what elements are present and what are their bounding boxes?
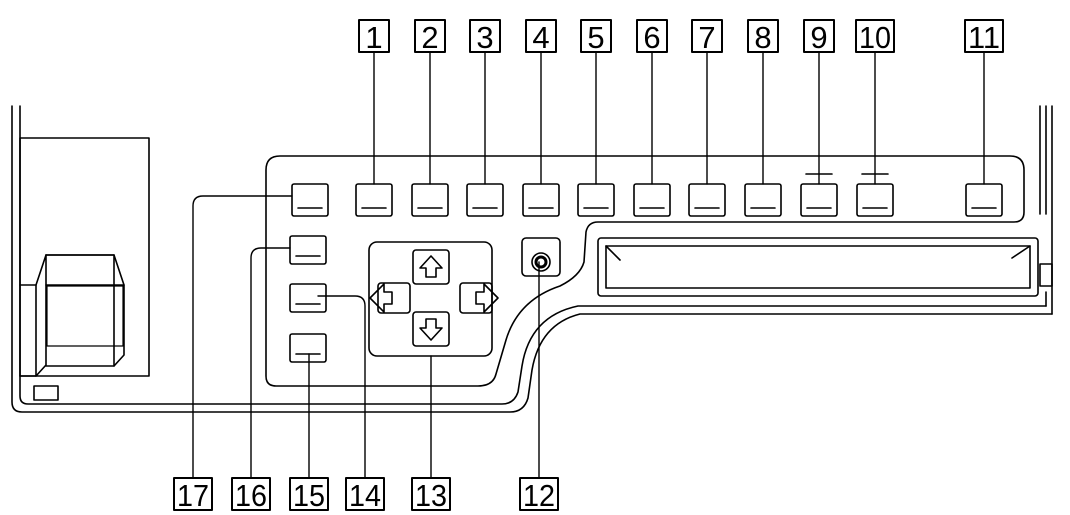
callout-10-label: 10 [859, 20, 891, 55]
callout-16-label: 16 [235, 478, 267, 513]
callout-11: 11 [964, 19, 1004, 55]
arrow-left-icon [369, 283, 393, 313]
top-callouts: 1 2 3 4 5 6 7 8 9 10 11 [358, 19, 1004, 55]
top-leader-lines [373, 51, 985, 185]
callout-4: 4 [525, 19, 557, 55]
button-8[interactable] [744, 183, 782, 217]
callout-6-label: 6 [643, 20, 660, 55]
top-button-row [291, 173, 1003, 217]
card-slot[interactable] [597, 237, 1039, 297]
callout-8-label: 8 [754, 20, 771, 55]
button-1[interactable] [355, 183, 393, 217]
menu-button[interactable] [291, 183, 329, 217]
callout-5: 5 [580, 19, 612, 55]
button-2[interactable] [411, 183, 449, 217]
arrow-left-button[interactable] [369, 282, 411, 314]
indicator-lamp [33, 385, 59, 401]
callout-5-label: 5 [587, 20, 604, 55]
callout-1-label: 1 [365, 20, 382, 55]
bottom-leader-lines [192, 195, 540, 479]
callout-17: 17 [173, 477, 213, 513]
callout-1: 1 [358, 19, 390, 55]
left-button-column [289, 235, 327, 363]
arrow-up-icon [419, 255, 443, 278]
callout-4-label: 4 [532, 20, 549, 55]
button-16[interactable] [289, 235, 327, 265]
callout-11-label: 11 [968, 20, 1000, 55]
callout-7: 7 [691, 19, 723, 55]
callout-6: 6 [636, 19, 668, 55]
button-4[interactable] [522, 183, 560, 217]
callout-9: 9 [803, 19, 835, 55]
callout-7-label: 7 [698, 20, 715, 55]
side-tab [1039, 263, 1053, 287]
callout-3: 3 [469, 19, 501, 55]
arrow-right-icon [475, 283, 499, 313]
button-5[interactable] [577, 183, 615, 217]
device-outline [11, 105, 1053, 413]
callout-16: 16 [231, 477, 271, 513]
callout-14: 14 [345, 477, 385, 513]
button-11[interactable] [965, 183, 1003, 217]
callout-12-label: 12 [523, 478, 555, 513]
callout-15-label: 15 [293, 478, 325, 513]
arrow-down-button[interactable] [412, 311, 450, 347]
jack-socket[interactable] [521, 237, 561, 277]
callout-15: 15 [289, 477, 329, 513]
bottom-callouts: 17 16 15 14 13 12 [173, 477, 559, 513]
callout-14-label: 14 [349, 478, 381, 513]
control-panel-outline [265, 155, 1025, 387]
callout-13-label: 13 [415, 478, 447, 513]
arrow-up-button[interactable] [412, 249, 450, 285]
callout-12: 12 [519, 477, 559, 513]
callout-17-label: 17 [177, 478, 209, 513]
callout-2: 2 [414, 19, 446, 55]
callout-3-label: 3 [476, 20, 493, 55]
button-6[interactable] [633, 183, 671, 217]
arrow-right-button[interactable] [459, 282, 499, 314]
left-door [19, 137, 150, 377]
button-7[interactable] [688, 183, 726, 217]
callout-2-label: 2 [421, 20, 438, 55]
arrow-down-icon [419, 318, 443, 341]
button-3[interactable] [466, 183, 504, 217]
button-14[interactable] [289, 283, 327, 313]
button-15[interactable] [289, 333, 327, 363]
callout-8: 8 [747, 19, 779, 55]
callout-9-label: 9 [810, 20, 827, 55]
arrow-pad [368, 241, 499, 357]
callout-10: 10 [855, 19, 895, 55]
callout-13: 13 [411, 477, 451, 513]
